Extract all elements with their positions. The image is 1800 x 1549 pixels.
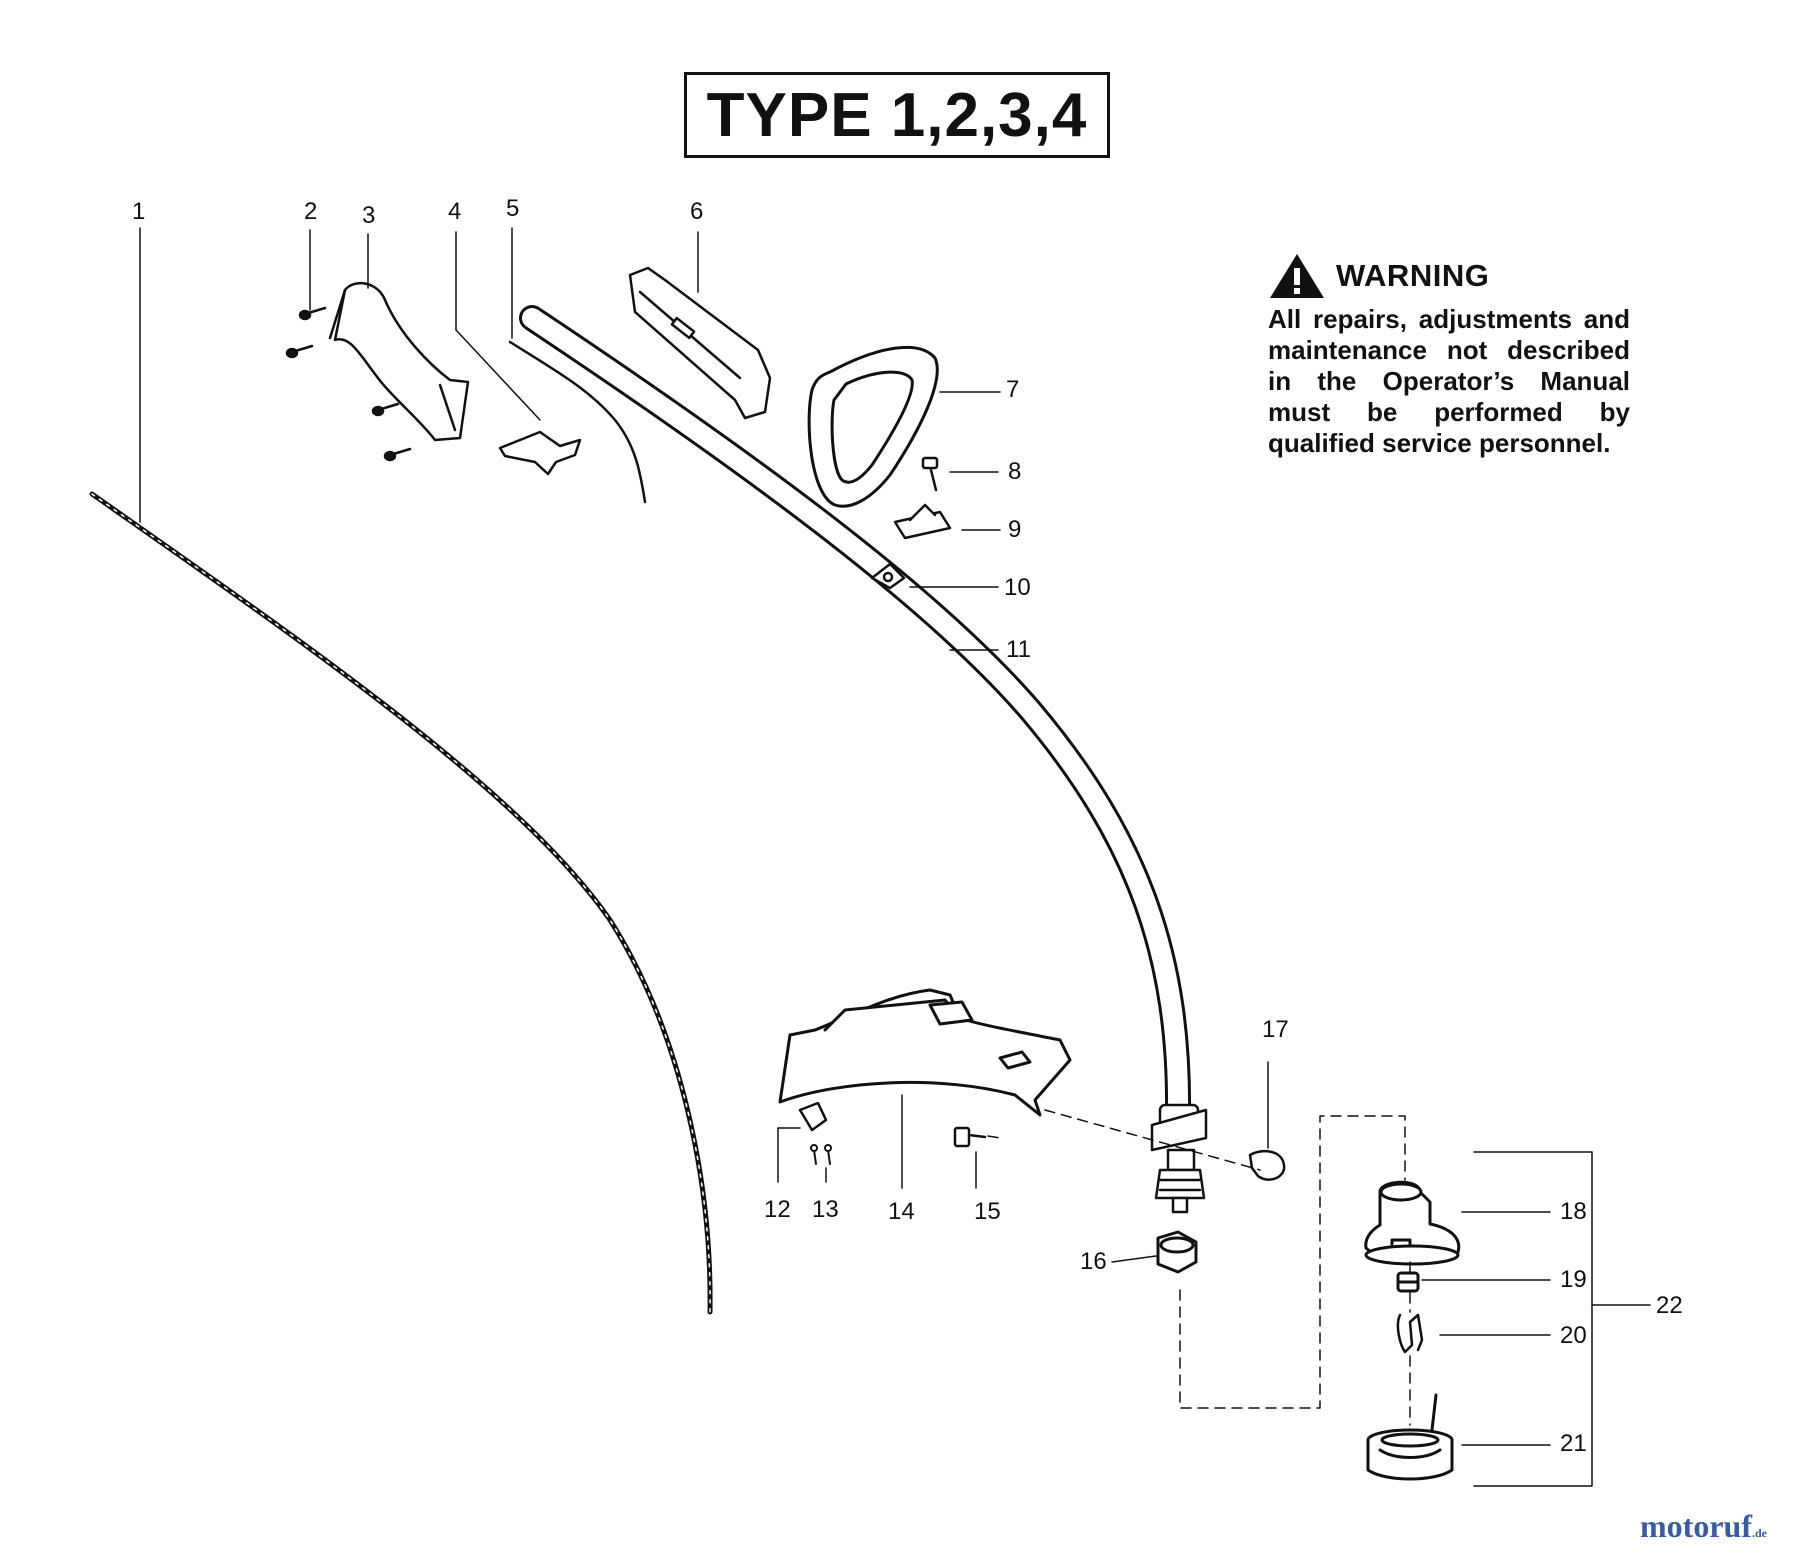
hex-nut-part	[1156, 1230, 1198, 1274]
leader-lines	[139, 227, 1651, 1487]
cutter-screw-part	[810, 1144, 832, 1165]
warning-text: All repairs, adjustments and maintenance…	[1268, 304, 1630, 458]
diagram-title: TYPE 1,2,3,4	[706, 80, 1088, 150]
warning-header: WARNING	[1268, 252, 1630, 300]
assist-handle-part	[807, 345, 939, 508]
guard-bolt-part	[953, 1126, 987, 1148]
callout-label: 18	[1560, 1198, 1587, 1225]
diagram-title-box: TYPE 1,2,3,4	[684, 72, 1110, 158]
callout-label: 2	[304, 198, 318, 225]
callout-label: 19	[1560, 1266, 1587, 1293]
screw-part	[285, 306, 412, 462]
spring-collar-part	[1396, 1271, 1420, 1293]
throttle-cable-part	[508, 340, 647, 504]
callout-label: 21	[1560, 1430, 1587, 1457]
trimmer-head-part	[1364, 1180, 1461, 1266]
callout-label: 22	[1656, 1292, 1683, 1319]
trimmer-guard-part	[778, 988, 1072, 1117]
callout-label: 6	[690, 198, 704, 225]
callout-label: 14	[888, 1198, 915, 1225]
warning-triangle-icon	[1270, 254, 1324, 298]
drive-shaft-part	[89, 491, 713, 1315]
warning-notice: WARNING All repairs, adjustments and mai…	[1268, 252, 1630, 459]
watermark-name: motoruf	[1640, 1508, 1752, 1544]
throttle-trigger-part	[498, 430, 582, 476]
callout-label: 12	[764, 1196, 791, 1223]
callout-label: 4	[448, 198, 462, 225]
nut-clip-part	[870, 562, 906, 590]
callout-label: 11	[1006, 636, 1031, 663]
handle-clamp-part	[893, 503, 952, 540]
washer-clip-part	[1248, 1149, 1286, 1181]
callout-label: 10	[1004, 574, 1031, 601]
callout-label: 7	[1006, 376, 1020, 403]
callout-label: 5	[506, 195, 520, 222]
line-cutter-part	[798, 1101, 828, 1132]
rear-handle-part	[328, 281, 470, 442]
watermark-logo: motoruf.de	[1640, 1508, 1767, 1545]
callout-label: 1	[132, 198, 146, 225]
callout-label: 16	[1080, 1248, 1107, 1275]
callout-label: 15	[974, 1198, 1001, 1225]
callout-label: 13	[812, 1196, 839, 1223]
shaft-end-part	[1150, 1103, 1208, 1214]
assembly-dashes	[987, 1109, 1411, 1426]
callout-label: 20	[1560, 1322, 1587, 1349]
callout-label: 3	[362, 202, 376, 229]
housing-top-part	[628, 266, 772, 420]
callout-label: 17	[1262, 1016, 1289, 1043]
spool-part	[1366, 1393, 1454, 1481]
spring-clip-part	[1396, 1313, 1424, 1354]
callout-label: 8	[1008, 458, 1022, 485]
warning-heading: WARNING	[1336, 258, 1490, 293]
watermark-suffix: .de	[1751, 1526, 1767, 1540]
callout-label: 9	[1008, 516, 1022, 543]
shaft-tube-part	[519, 305, 1192, 1128]
bolt-part	[921, 456, 939, 492]
